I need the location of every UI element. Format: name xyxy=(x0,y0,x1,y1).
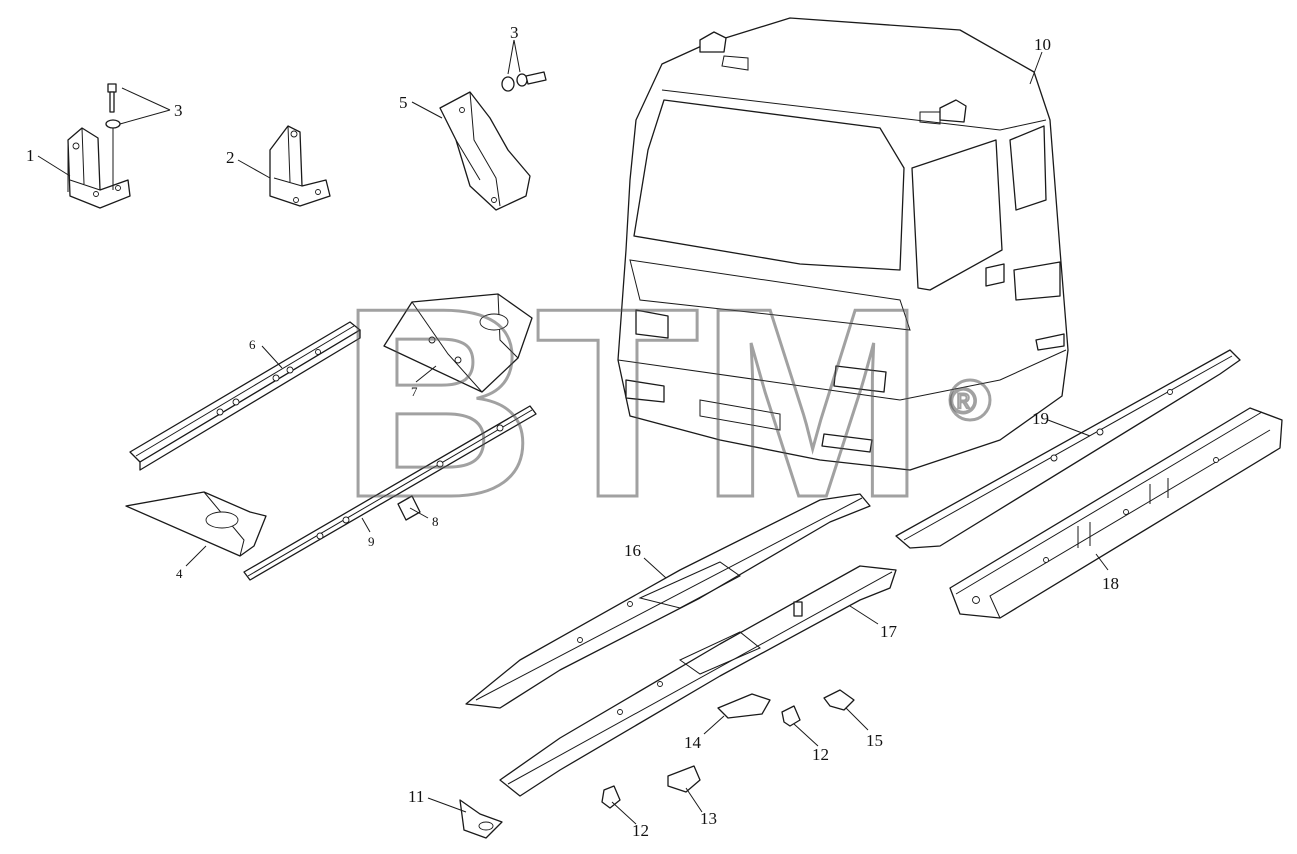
callout-16: 16 xyxy=(624,541,641,560)
callout-17: 17 xyxy=(880,622,898,641)
part-8-clip xyxy=(397,495,421,521)
callout-5: 5 xyxy=(399,93,408,112)
part-9-rail xyxy=(243,405,537,581)
callout-3-top: 3 xyxy=(510,23,519,42)
watermark-logo: BTM ® xyxy=(339,252,992,556)
part-4-bracket xyxy=(125,491,267,557)
part-11-clip xyxy=(459,799,503,839)
callout-12-upper: 12 xyxy=(812,745,829,764)
callout-6: 6 xyxy=(249,337,256,352)
callout-19: 19 xyxy=(1032,409,1049,428)
part-6-rail xyxy=(129,321,361,471)
callout-12-lower: 12 xyxy=(632,821,649,840)
watermark-text: BTM xyxy=(340,253,925,554)
part-18-rail xyxy=(949,407,1283,619)
part-17-crossmember xyxy=(499,565,897,797)
part-19-rail xyxy=(895,349,1241,549)
part-2-bracket xyxy=(269,125,331,207)
part-1-bracket xyxy=(67,127,131,209)
part-12-clip-lower xyxy=(601,785,621,809)
callout-7: 7 xyxy=(411,384,418,399)
callout-9: 9 xyxy=(368,534,375,549)
callout-4: 4 xyxy=(176,566,183,581)
part-10-cab xyxy=(617,17,1069,471)
part-12-clip-upper xyxy=(781,705,801,727)
watermark-registered-mark: ® xyxy=(950,380,977,421)
callout-14: 14 xyxy=(684,733,702,752)
callout-labels: 1 3 2 5 3 6 7 4 9 8 10 19 18 16 17 11 12… xyxy=(26,23,1119,840)
callout-11: 11 xyxy=(408,787,424,806)
part-3-bolt-top xyxy=(501,71,547,92)
part-3-bolt-left xyxy=(105,83,121,190)
callout-15: 15 xyxy=(866,731,883,750)
callout-2: 2 xyxy=(226,148,235,167)
callout-13: 13 xyxy=(700,809,717,828)
part-13-clip xyxy=(667,765,701,793)
callout-1: 1 xyxy=(26,146,35,165)
part-15-clip xyxy=(823,689,855,711)
part-16-crossmember xyxy=(465,493,871,709)
part-14-clip xyxy=(717,693,771,719)
part-5-bracket xyxy=(439,91,531,211)
callout-3-left: 3 xyxy=(174,101,183,120)
callout-10: 10 xyxy=(1034,35,1051,54)
leader-lines xyxy=(37,39,1109,825)
callout-18: 18 xyxy=(1102,574,1119,593)
callout-8: 8 xyxy=(432,514,439,529)
part-7-bracket xyxy=(383,293,533,393)
